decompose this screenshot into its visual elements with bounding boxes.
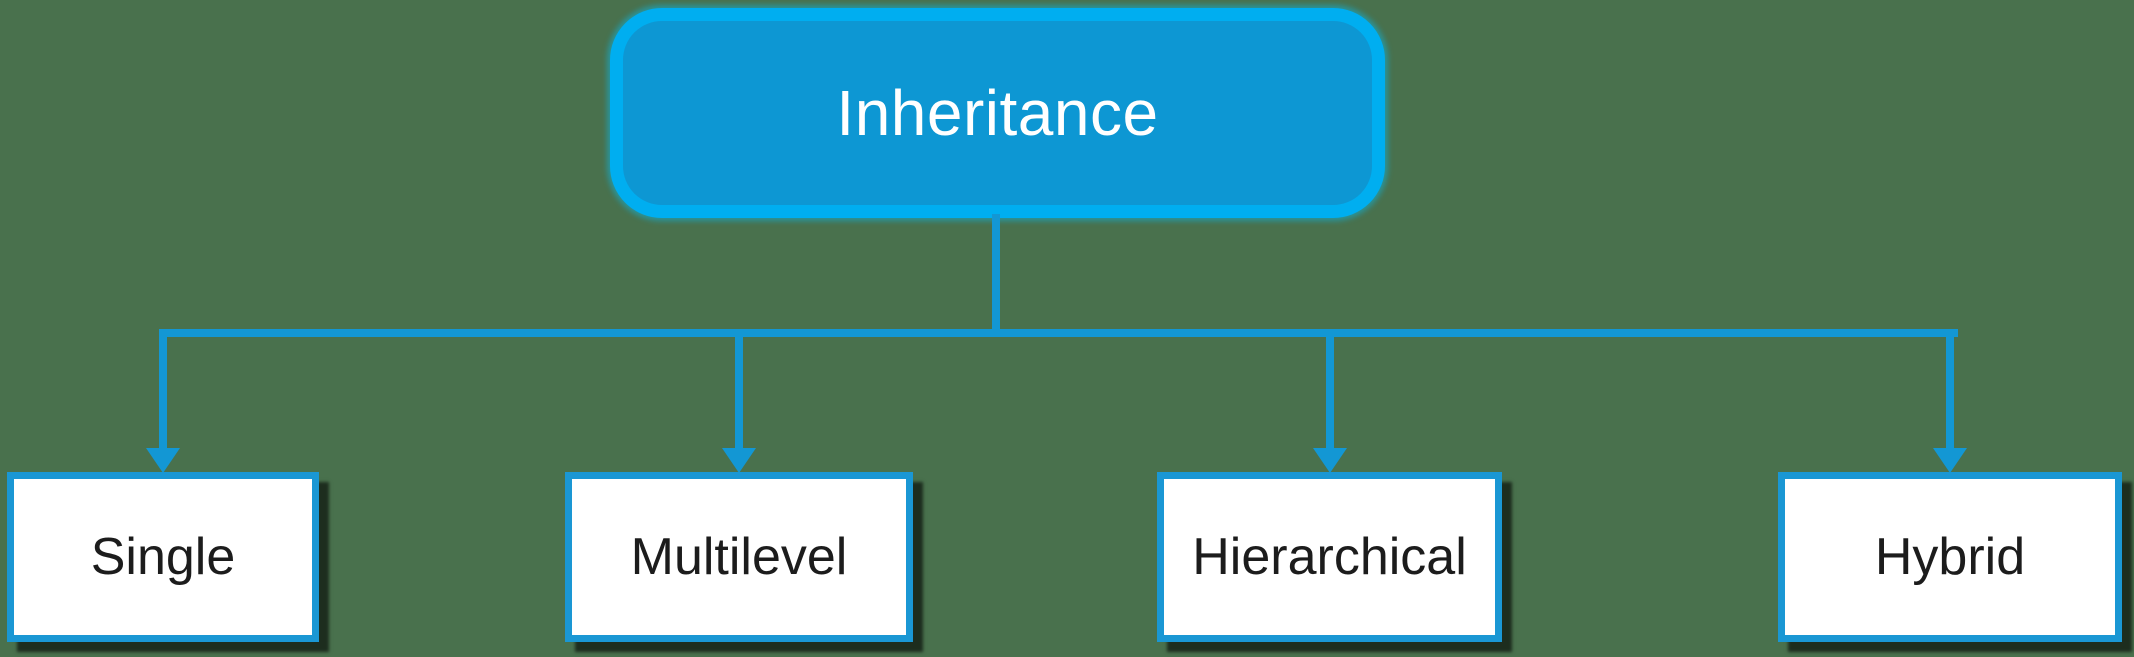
node-label-single: Single [90,528,236,586]
node-label-hybrid: Hybrid [1874,528,2026,586]
arrow-down-icon [146,448,180,473]
connector-drop-hybrid [1946,329,1954,452]
connector-root-stem [992,214,1000,333]
arrow-down-icon [1933,448,1967,473]
node-label-hierarchical: Hierarchical [1192,528,1467,586]
diagram-node-single: Single [7,472,319,642]
node-label-inheritance: Inheritance [836,77,1159,149]
connector-drop-single [159,329,167,452]
node-label-multilevel: Multilevel [630,528,848,586]
diagram-node-inheritance: Inheritance [610,8,1385,218]
diagram-node-multilevel: Multilevel [565,472,913,642]
arrow-down-icon [1313,448,1347,473]
diagram-node-hierarchical: Hierarchical [1157,472,1502,642]
connector-horizontal-bar [159,329,1958,337]
connector-drop-multilevel [735,329,743,452]
arrow-down-icon [722,448,756,473]
connector-drop-hierarchical [1326,329,1334,452]
diagram-node-hybrid: Hybrid [1778,472,2122,642]
